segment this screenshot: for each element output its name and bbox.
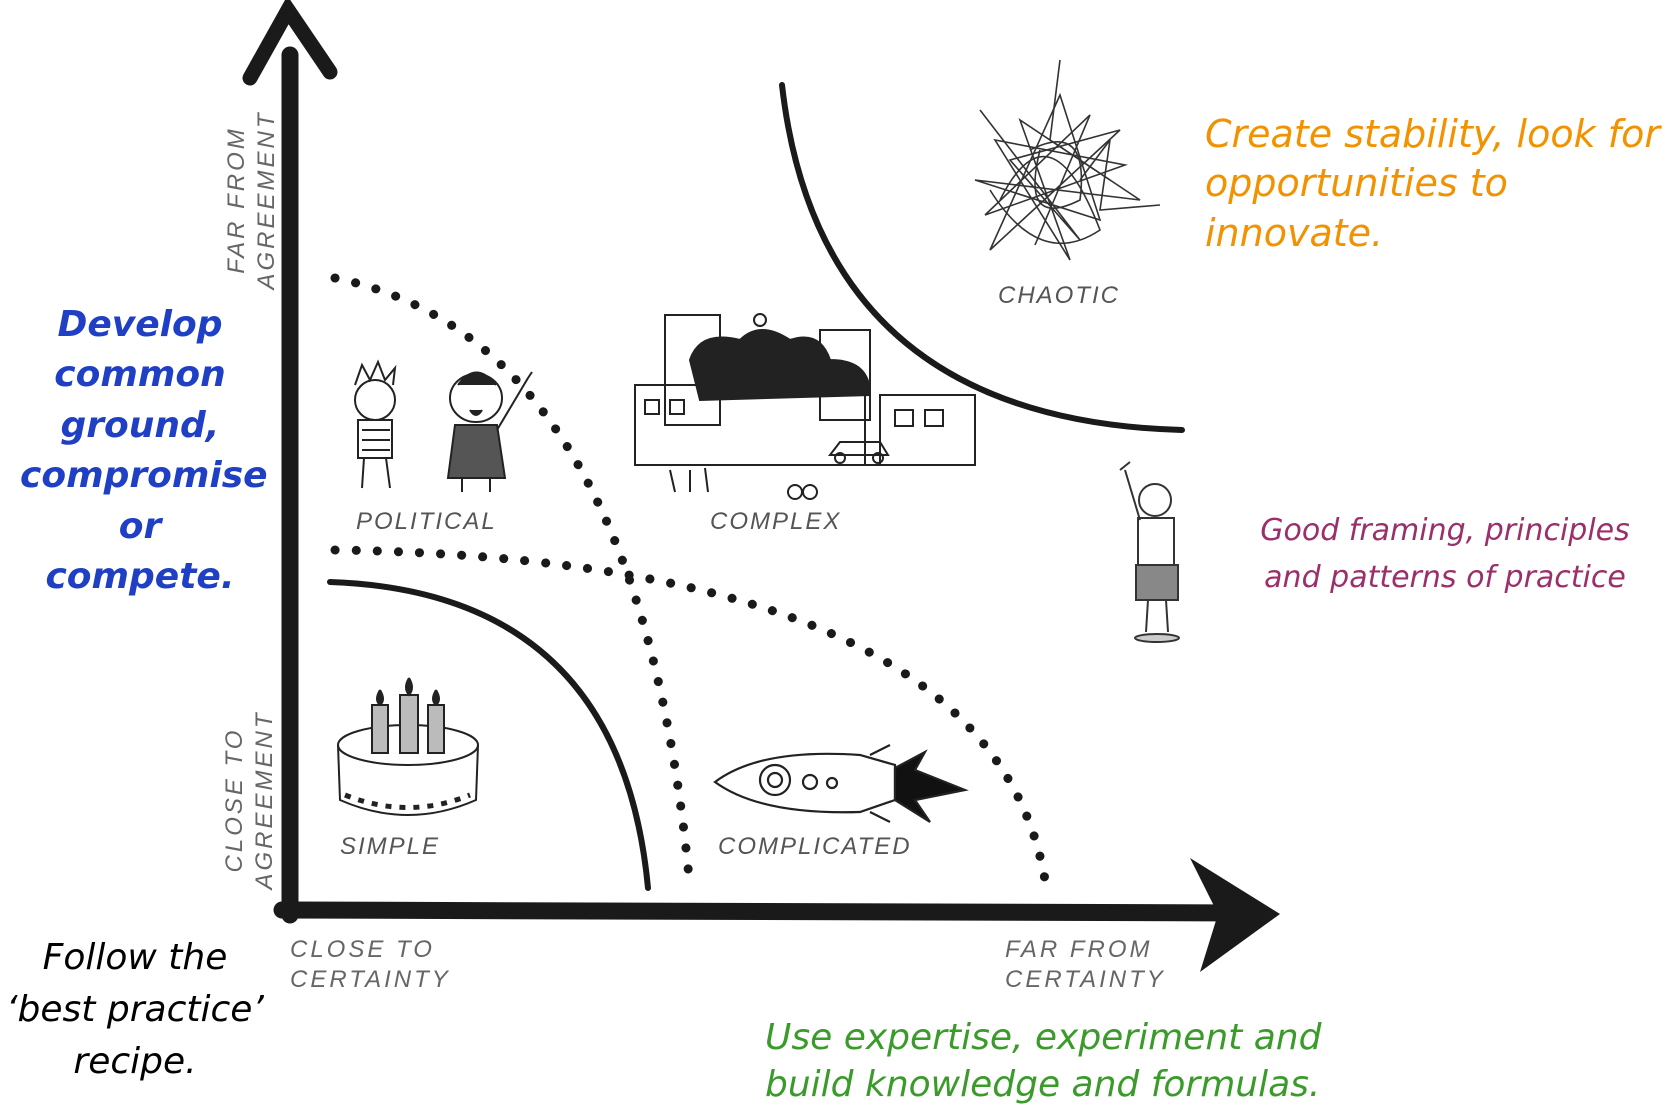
city-street-icon bbox=[634, 313, 976, 500]
zone-label-political: POLITICAL bbox=[356, 508, 497, 535]
y-bottom-label-line2: AGREEMENT bbox=[251, 710, 278, 890]
advice-simple-line1: Follow the bbox=[42, 937, 228, 978]
x-axis bbox=[273, 901, 1254, 922]
advice-complicated: Use expertise, experiment and build know… bbox=[765, 1015, 1355, 1109]
zone-label-complex: COMPLEX bbox=[710, 508, 842, 535]
advice-political-line1: Develop bbox=[57, 304, 223, 345]
x-axis-arrowhead bbox=[1190, 858, 1280, 972]
chaotic-boundary bbox=[779, 82, 1185, 433]
advice-political: Develop common ground, compromise or com… bbox=[20, 300, 268, 602]
zone-label-simple: SIMPLE bbox=[340, 833, 441, 860]
advice-complicated-line2: build knowledge and formulas. bbox=[765, 1063, 1321, 1105]
advice-chaotic-line2: opportunities to innovate. bbox=[1205, 161, 1508, 255]
x-left-label-line1: CLOSE TO bbox=[290, 936, 435, 963]
zone-label-chaotic: CHAOTIC bbox=[998, 282, 1120, 309]
advice-political-line3: ground, bbox=[60, 404, 220, 446]
zone-label-complicated: COMPLICATED bbox=[718, 833, 912, 860]
arguing-kids-icon bbox=[354, 359, 533, 492]
waving-person-icon bbox=[1119, 461, 1180, 643]
advice-political-line4: compromise bbox=[20, 455, 268, 497]
political-boundary bbox=[330, 273, 695, 893]
x-left-label-line2: CERTAINTY bbox=[290, 966, 451, 993]
birthday-cake-icon bbox=[337, 677, 479, 816]
y-axis bbox=[242, 0, 338, 924]
complicated-boundary bbox=[330, 545, 1050, 885]
y-axis-bottom-label: CLOSE TO AGREEMENT bbox=[220, 700, 280, 900]
advice-political-line5: or compete. bbox=[45, 505, 235, 597]
advice-political-line2: common bbox=[54, 354, 226, 396]
advice-chaotic: Create stability, look for opportunities… bbox=[1205, 110, 1673, 258]
x-axis-right-label: FAR FROM CERTAINTY bbox=[1005, 935, 1166, 995]
simple-boundary bbox=[327, 579, 651, 891]
advice-complex-line1: Good framing, principles bbox=[1260, 513, 1630, 548]
x-right-label-line2: CERTAINTY bbox=[1005, 966, 1166, 993]
y-bottom-label-line1: CLOSE TO bbox=[221, 727, 248, 873]
advice-complex-line2: and patterns of practice bbox=[1264, 559, 1626, 595]
advice-simple: Follow the ‘best practice’ recipe. bbox=[0, 932, 270, 1089]
rocket-icon bbox=[713, 744, 969, 823]
y-top-label-line1: FAR FROM bbox=[223, 126, 250, 274]
scribble-icon bbox=[974, 59, 1161, 261]
advice-complex: Good framing, principles and patterns of… bbox=[1225, 508, 1665, 601]
y-top-label-line2: AGREEMENT bbox=[253, 110, 280, 290]
advice-chaotic-line1: Create stability, look for bbox=[1205, 112, 1660, 156]
advice-simple-line2: ‘best practice’ bbox=[6, 989, 264, 1031]
x-right-label-line1: FAR FROM bbox=[1005, 936, 1153, 963]
x-axis-left-label: CLOSE TO CERTAINTY bbox=[290, 935, 451, 995]
advice-simple-line3: recipe. bbox=[73, 1041, 197, 1083]
advice-complicated-line1: Use expertise, experiment and bbox=[765, 1017, 1322, 1058]
y-axis-top-label: FAR FROM AGREEMENT bbox=[222, 100, 282, 300]
